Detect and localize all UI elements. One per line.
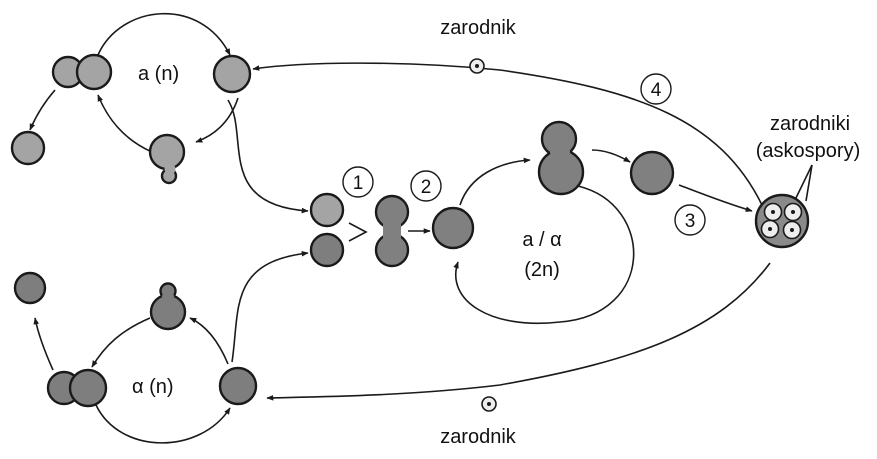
label-ascospores-line1: zarodniki: [770, 113, 850, 135]
step-marker-4: 4: [640, 73, 672, 105]
haploid-alpha-cells: [13, 271, 258, 408]
ascospore-3: [760, 219, 780, 239]
arrow-diploid-cycle-loop: [453, 185, 635, 324]
budding-cell-a: [148, 133, 186, 185]
step-number-2: 2: [421, 177, 432, 198]
step-number-4: 4: [651, 80, 662, 101]
arrow-diploid-to-ascus: [678, 184, 753, 212]
step-marker-1: 1: [342, 166, 374, 198]
label-diploid-line2: (2n): [524, 259, 560, 281]
diploid-cycle-cells: [537, 120, 675, 196]
haploid-a-cells: [10, 53, 252, 185]
arrow-ascus-to-bottom-spore: [266, 262, 771, 401]
ascospore-1: [763, 202, 783, 222]
ascospore-2: [783, 202, 803, 222]
mating-pair-alpha: [46, 368, 108, 408]
ascospore-pointer-2: [805, 164, 813, 202]
fusion-chevron: [348, 222, 368, 242]
arrow-alpha-to-mating: [231, 250, 309, 363]
arrow-alpha-release: [33, 317, 54, 371]
mating-pair-a: [51, 53, 113, 91]
zygote: [374, 194, 410, 268]
step-marker-2: 2: [410, 170, 442, 202]
label-ascospores-line2: (askospory): [756, 140, 860, 162]
arrow-a-to-mating: [227, 99, 309, 214]
ascospore-pointer-1: [794, 164, 813, 201]
arrow-bud-to-diploid: [591, 149, 631, 163]
released-cell-alpha: [13, 271, 47, 305]
mating-cells: [309, 192, 475, 268]
arrow-diploid-to-bud: [459, 157, 531, 206]
arrow-a-release: [29, 89, 56, 131]
mating-cell-alpha: [309, 232, 345, 268]
arrow-alpha-bud-to-pair: [91, 317, 151, 368]
step-number-1: 1: [353, 173, 364, 194]
label-diploid-line1: a / α: [522, 229, 561, 251]
ascus: [754, 193, 810, 249]
arrow-ascus-to-top-spore: [252, 62, 763, 206]
released-cell-a: [10, 130, 46, 166]
mating-cell-a: [309, 192, 345, 228]
diploid-cell: [431, 206, 475, 250]
arrow-alpha-cycle-bottom: [95, 404, 231, 444]
cycle-arrows: [29, 12, 813, 444]
haploid-cell-a: [212, 54, 252, 94]
label-spore-bottom: zarodnik: [440, 426, 517, 448]
spore-top: [469, 58, 485, 74]
ascospore-4: [782, 220, 802, 240]
arrow-a-cycle-top: [97, 12, 231, 56]
step-number-3: 3: [685, 211, 696, 232]
label-haploid-a: a (n): [138, 63, 179, 85]
arrow-bud-to-a-pair: [97, 94, 153, 153]
haploid-cell-alpha: [218, 366, 258, 406]
spore-bottom: [481, 396, 497, 412]
arrow-a-to-bud: [195, 97, 239, 143]
label-spore-top: zarodnik: [440, 17, 517, 39]
budding-diploid: [537, 120, 585, 196]
label-haploid-alpha: α (n): [132, 376, 174, 398]
arrow-alpha-to-bud: [189, 317, 229, 365]
budding-cell-alpha: [149, 282, 187, 331]
diploid-daughter-cell: [629, 150, 675, 196]
step-marker-3: 3: [674, 204, 706, 236]
